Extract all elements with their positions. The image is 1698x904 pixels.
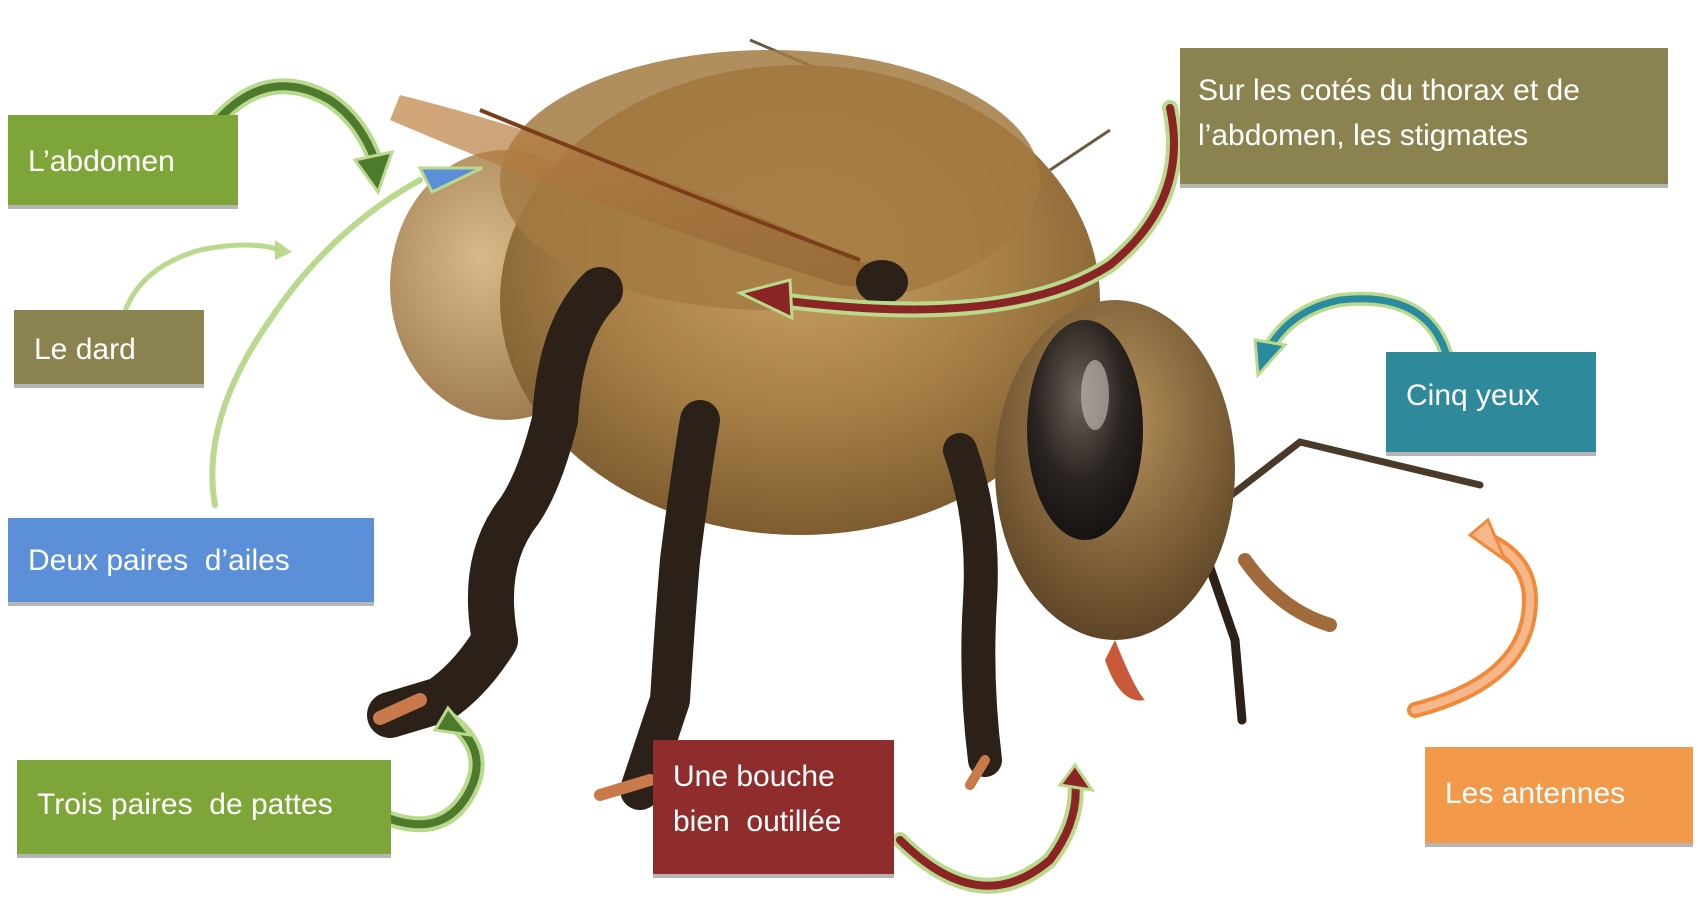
leg-front — [960, 450, 985, 760]
leg-fore — [1245, 560, 1330, 625]
label-bouche: Une bouche bien outillée — [653, 740, 894, 874]
label-antennes-text: Les antennes — [1445, 771, 1673, 816]
label-dard: Le dard — [14, 310, 204, 384]
arrow-antennes — [1415, 520, 1530, 710]
bee-mouth — [1105, 640, 1145, 701]
wing-base — [856, 260, 908, 304]
label-ailes-text: Deux paires d’ailes — [28, 538, 354, 583]
label-stigmates-line-2: l’abdomen, les stigmates — [1198, 113, 1650, 158]
label-stigmates: Sur les cotés du thorax et de l’abdomen,… — [1180, 48, 1668, 184]
bee-eye — [1027, 320, 1143, 540]
label-ailes: Deux paires d’ailes — [8, 518, 374, 602]
eye-highlight — [1081, 360, 1109, 430]
label-abdomen-text: L’abdomen — [28, 139, 218, 184]
label-bouche-line-1: Une bouche — [673, 754, 874, 799]
label-pattes-text: Trois paires de pattes — [37, 782, 371, 827]
label-stigmates-line-1: Sur les cotés du thorax et de — [1198, 68, 1650, 113]
hair — [1050, 130, 1110, 170]
label-dard-text: Le dard — [34, 327, 184, 372]
label-yeux-text: Cinq yeux — [1406, 373, 1576, 418]
label-pattes: Trois paires de pattes — [17, 760, 391, 854]
label-antennes: Les antennes — [1425, 747, 1693, 843]
arrow-bouche — [900, 765, 1092, 886]
label-bouche-line-2: bien outillée — [673, 799, 874, 844]
label-abdomen: L’abdomen — [8, 115, 238, 205]
label-yeux: Cinq yeux — [1386, 352, 1596, 452]
